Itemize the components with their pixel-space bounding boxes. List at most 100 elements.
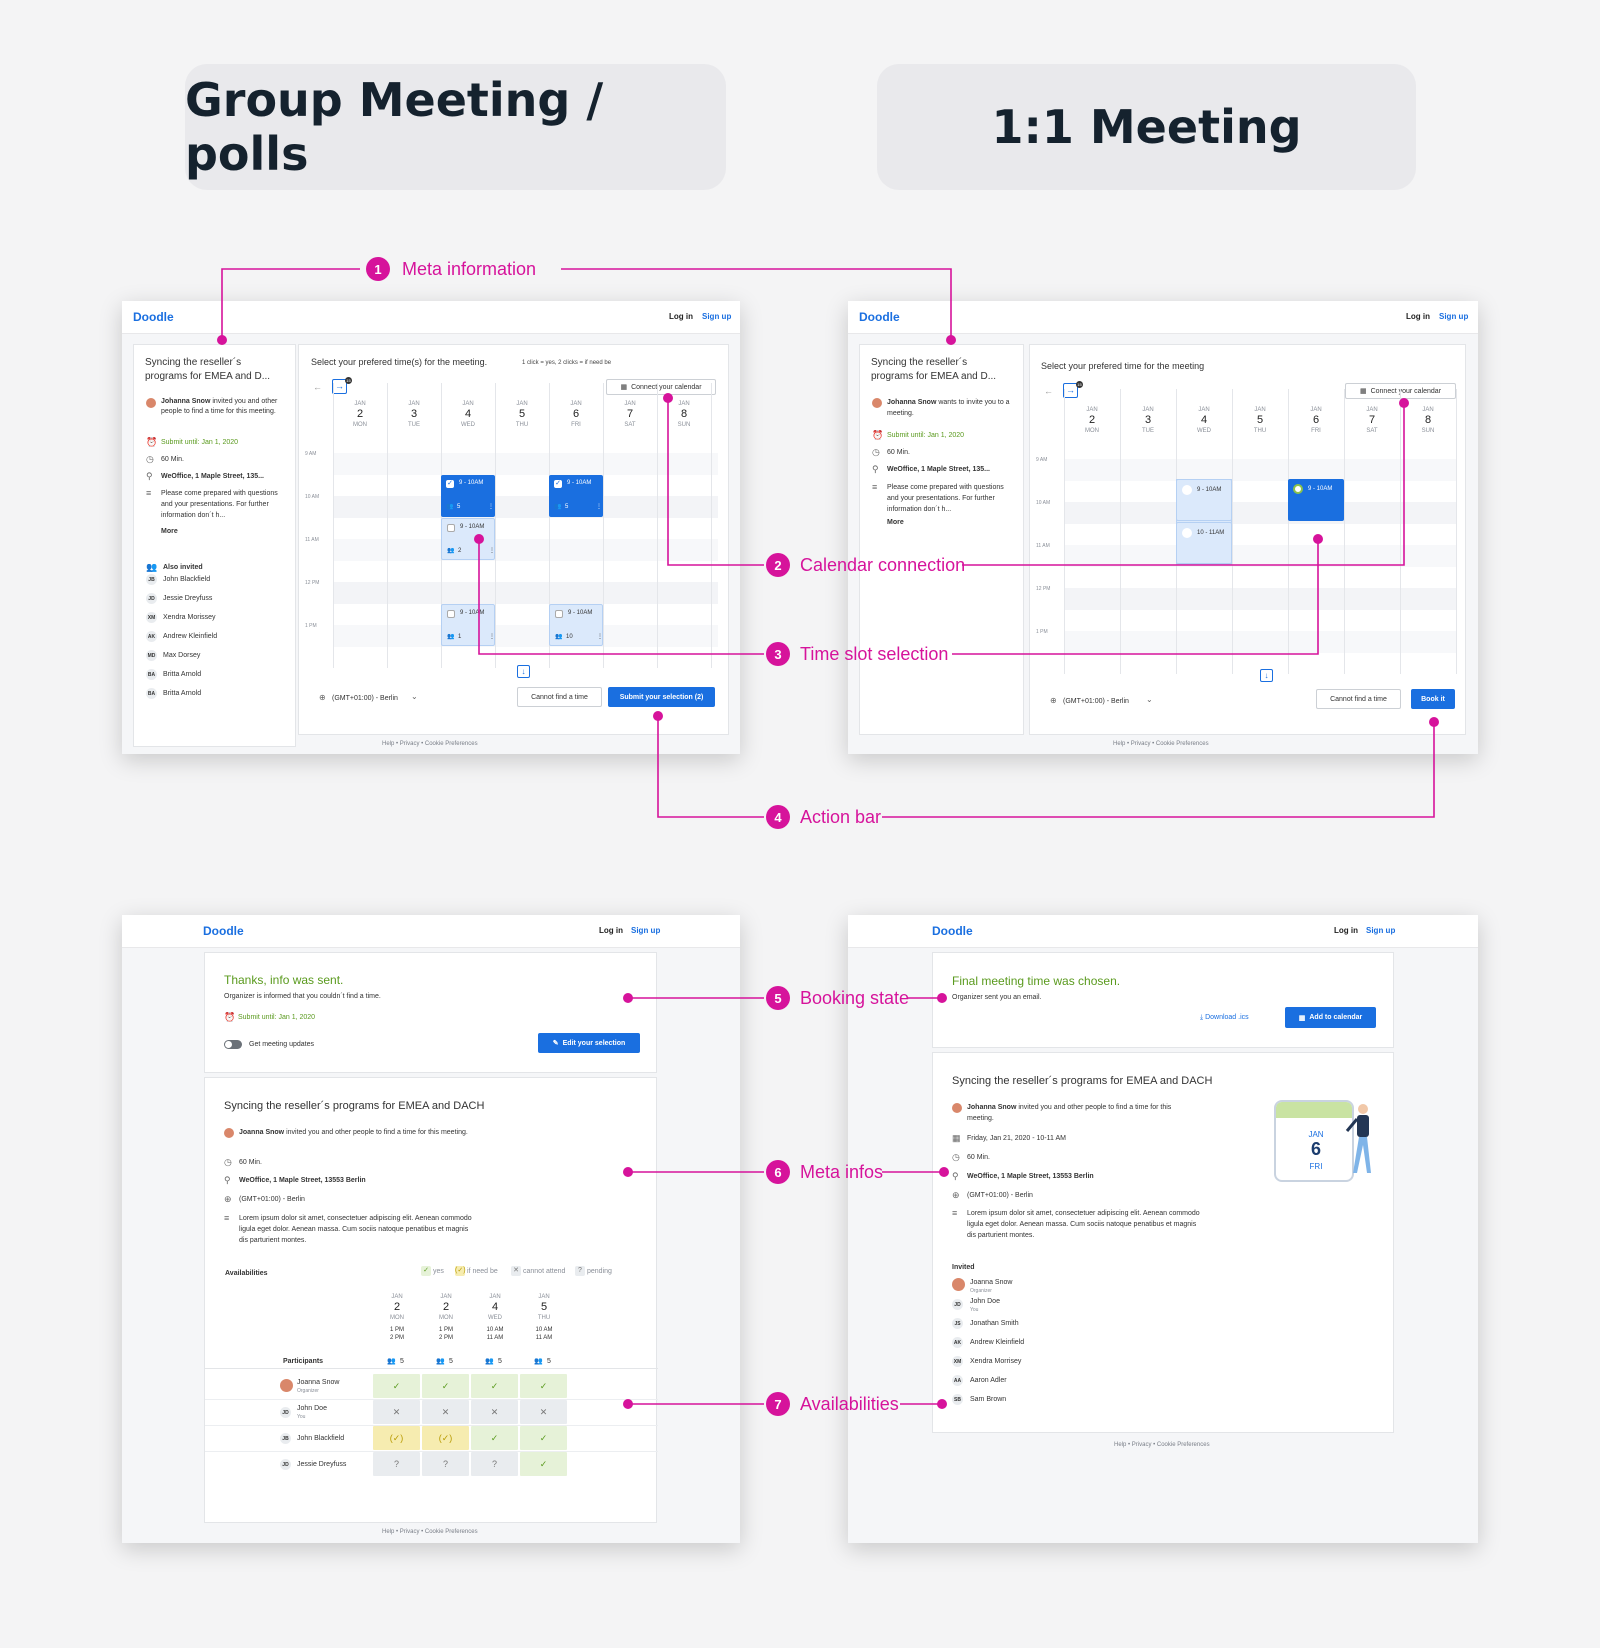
timezone-select[interactable]: (GMT+01:00) - Berlin [332, 695, 398, 702]
time-slot[interactable]: 9 - 10AM [1288, 479, 1344, 521]
timezone-select[interactable]: (GMT+01:00) - Berlin [1063, 698, 1129, 705]
arrow-down-icon[interactable]: ↓ [517, 665, 530, 678]
arrow-right-icon[interactable]: → [332, 379, 347, 394]
slot-count: 1 [458, 634, 462, 640]
day-month: JAN [516, 401, 528, 407]
time-slot[interactable]: 10 - 11AM [1176, 522, 1232, 564]
invite-text: Johanna Snow wants to invite you to a me… [887, 399, 1010, 417]
doodle-logo[interactable]: Doodle [133, 310, 174, 324]
time-slot[interactable]: 9 - 10AM👥2⋮ [441, 518, 495, 560]
submit-selection-button[interactable]: Submit your selection (2) [608, 687, 715, 707]
footer-links[interactable]: Help • Privacy • Cookie Preferences [1113, 741, 1209, 747]
footer-links[interactable]: Help • Privacy • Cookie Preferences [382, 741, 478, 747]
calendar-icon: ▦ [1359, 388, 1367, 395]
grid-col-line [657, 383, 658, 668]
availability-cell: ? [422, 1452, 469, 1476]
signup-link[interactable]: Sign up [631, 926, 661, 935]
availability-cell: ✓ [471, 1374, 518, 1398]
cannot-find-time-button[interactable]: Cannot find a time [1316, 689, 1401, 709]
slot-checkbox[interactable] [447, 610, 455, 618]
people-icon: 👥 [387, 1358, 396, 1365]
doodle-logo[interactable]: Doodle [859, 310, 900, 324]
day-number: 2 [1088, 414, 1096, 426]
more-icon[interactable]: ⋮ [596, 504, 602, 510]
arrow-left-icon[interactable]: ← [1044, 386, 1053, 396]
time-slot[interactable]: 9 - 10AM👥1⋮ [441, 604, 495, 646]
meeting-date: Friday, Jan 21, 2020 - 10-11 AM [967, 1135, 1066, 1142]
grid-col-line [1120, 389, 1121, 674]
add-to-calendar-button[interactable]: ▦Add to calendar [1285, 1007, 1376, 1028]
login-link[interactable]: Log in [1406, 312, 1430, 321]
cannot-find-time-button[interactable]: Cannot find a time [517, 687, 602, 707]
slot-checkbox[interactable] [555, 610, 563, 618]
updates-toggle[interactable] [224, 1040, 242, 1049]
login-link[interactable]: Log in [669, 312, 693, 321]
more-icon[interactable]: ⋮ [489, 634, 495, 640]
arrow-left-icon[interactable]: ← [313, 382, 322, 392]
legend-icon: (✓) [455, 1266, 466, 1276]
slot-radio[interactable] [1293, 484, 1303, 494]
col-time-start: 1 PM [438, 1327, 453, 1333]
slot-radio[interactable] [1182, 528, 1192, 538]
more-link[interactable]: More [161, 528, 178, 535]
signup-link[interactable]: Sign up [1366, 926, 1396, 935]
edit-selection-button[interactable]: ✎Edit your selection [538, 1033, 640, 1053]
time-slot[interactable]: 9 - 10AM [1176, 479, 1232, 521]
more-link[interactable]: More [887, 519, 904, 526]
connect-calendar-button[interactable]: ▦Connect your calendar [606, 379, 716, 395]
signup-link[interactable]: Sign up [702, 312, 732, 321]
header-group-meeting: Group Meeting / polls [185, 64, 726, 190]
header-one-to-one: 1:1 Meeting [877, 64, 1416, 190]
legend-label: cannot attend [523, 1268, 566, 1275]
invited-avatar: AA [952, 1375, 963, 1386]
day-weekday: WED [1197, 428, 1211, 434]
doodle-logo[interactable]: Doodle [203, 924, 244, 938]
slot-radio[interactable] [1182, 485, 1192, 495]
participant-role: Organizer [297, 1388, 319, 1394]
login-link[interactable]: Log in [599, 926, 623, 935]
day-month: JAN [354, 401, 366, 407]
slot-checkbox[interactable]: ✓ [554, 480, 562, 488]
row-divider [205, 1399, 658, 1400]
day-month: JAN [408, 401, 420, 407]
more-icon[interactable]: ⋮ [488, 504, 494, 510]
arrow-right-icon[interactable]: → [1063, 383, 1078, 398]
day-month: JAN [570, 401, 582, 407]
time-slot[interactable]: ✓9 - 10AM👥5⋮ [441, 475, 495, 517]
login-link[interactable]: Log in [1334, 926, 1358, 935]
arrow-down-icon[interactable]: ↓ [1260, 669, 1273, 682]
annotation-7-label: Availabilities [800, 1394, 899, 1414]
more-icon[interactable]: ⋮ [597, 634, 603, 640]
description: Lorem ipsum dolor sit amet, consectetuer… [239, 1215, 472, 1244]
invited-name: Andrew Kleinfield [970, 1339, 1025, 1346]
day-month: JAN [678, 401, 690, 407]
time-slot[interactable]: ✓9 - 10AM👥5⋮ [549, 475, 603, 517]
slot-label: 9 - 10AM [1197, 487, 1222, 493]
slot-label: 9 - 10AM [1308, 486, 1333, 492]
location: WeOffice, 1 Maple Street, 13553 Berlin [967, 1173, 1094, 1180]
organizer-avatar [146, 398, 156, 408]
booking-state-card: Final meeting time was chosen. Organizer… [932, 952, 1394, 1048]
invitee-avatar: MD [146, 650, 157, 661]
description: Please come prepared with questions and … [161, 490, 278, 519]
chevron-down-icon[interactable]: ⌄ [1146, 695, 1153, 704]
invitee-name: Britta Arnold [163, 671, 202, 678]
book-it-button[interactable]: Book it [1411, 689, 1455, 709]
slot-checkbox[interactable] [447, 524, 455, 532]
calendar-illustration-top [1276, 1102, 1352, 1118]
slot-checkbox[interactable]: ✓ [446, 480, 454, 488]
description: Lorem ipsum dolor sit amet, consectetuer… [967, 1210, 1200, 1239]
location: WeOffice, 1 Maple Street, 135... [161, 473, 264, 480]
availability-cell: (✓) [373, 1426, 420, 1450]
doodle-logo[interactable]: Doodle [932, 924, 973, 938]
footer-links[interactable]: Help • Privacy • Cookie Preferences [382, 1529, 478, 1535]
download-ics-link[interactable]: ⤓ Download .ics [1200, 1014, 1249, 1021]
chevron-down-icon[interactable]: ⌄ [411, 692, 418, 701]
signup-link[interactable]: Sign up [1439, 312, 1469, 321]
footer-links[interactable]: Help • Privacy • Cookie Preferences [1114, 1442, 1210, 1448]
grid-col-line [1400, 389, 1401, 674]
alarm-icon: ⏰ [146, 437, 158, 447]
more-icon[interactable]: ⋮ [489, 548, 495, 554]
time-slot[interactable]: 9 - 10AM👥10⋮ [549, 604, 603, 646]
grid-row [333, 582, 718, 604]
